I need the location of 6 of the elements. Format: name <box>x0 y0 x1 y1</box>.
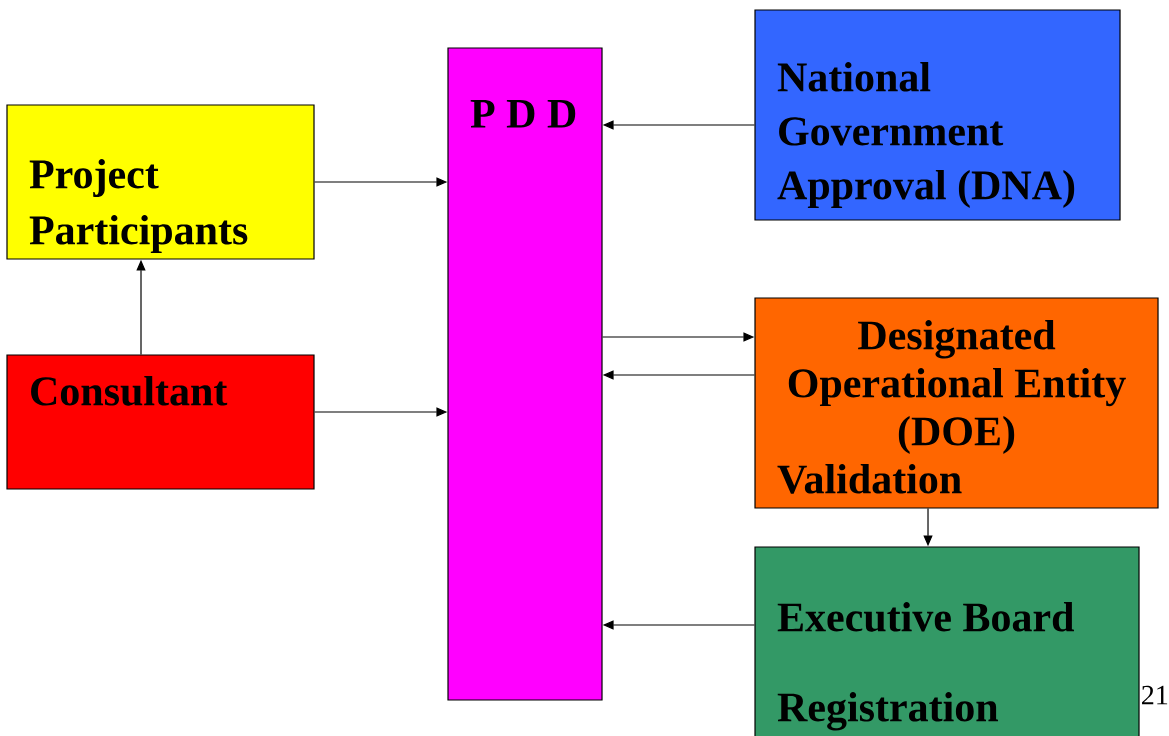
process-box: Project Participants <box>6 104 315 260</box>
process-box: Designated Operational Entity (DOE) Validation <box>754 297 1159 509</box>
process-box: Consultant <box>6 354 315 490</box>
process-box: National Government Approval (DNA) <box>754 9 1121 221</box>
process-box: Executive Board Registration <box>754 546 1140 736</box>
process-box: P D D <box>447 47 603 701</box>
